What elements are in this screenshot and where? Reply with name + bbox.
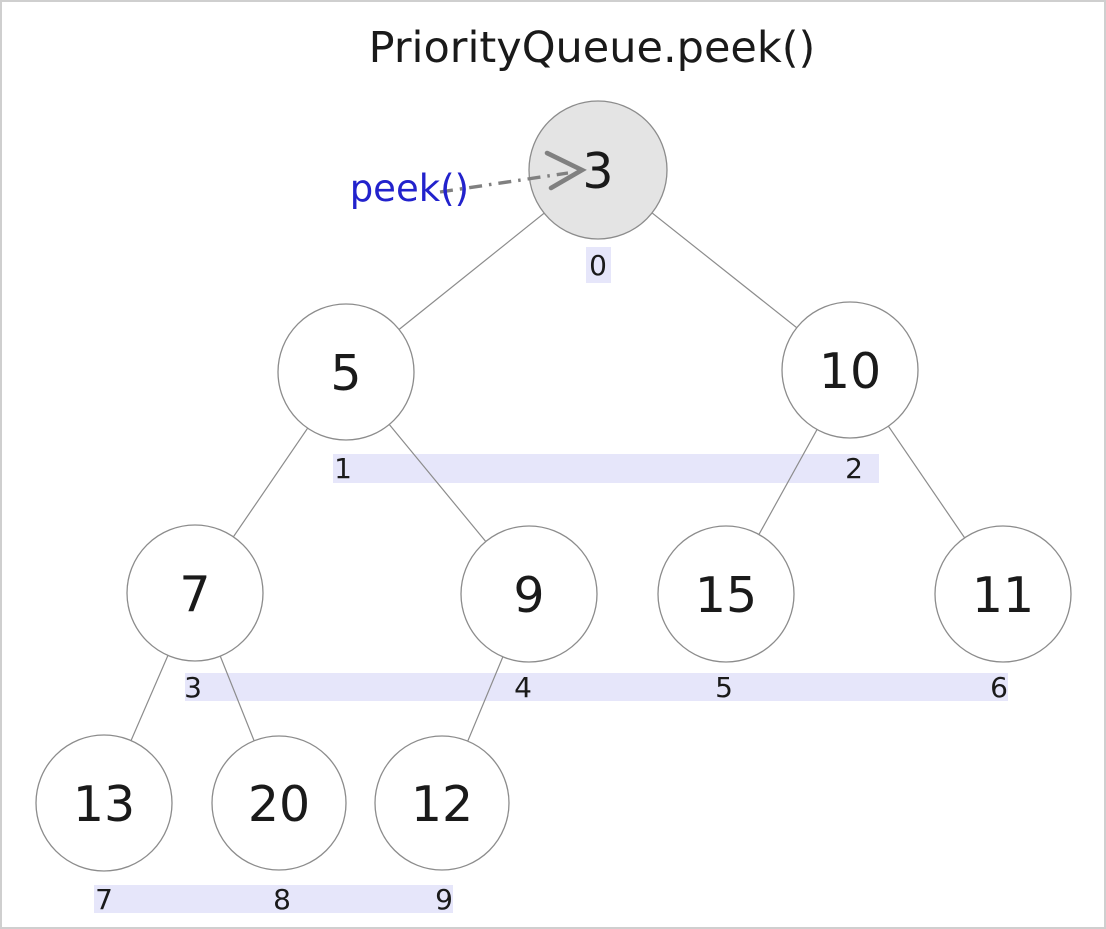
heap-node-value: 12 xyxy=(411,776,473,833)
heap-node-value: 11 xyxy=(972,567,1034,624)
heap-node-value: 20 xyxy=(248,776,310,833)
heap-index-label: 2 xyxy=(845,452,863,485)
heap-node-circle xyxy=(211,735,347,871)
heap-index-label: 9 xyxy=(435,883,453,916)
heap-node-circle xyxy=(374,735,510,871)
heap-node-circle xyxy=(35,734,173,872)
index-band xyxy=(333,454,879,483)
heap-index-label: 8 xyxy=(273,883,291,916)
heap-index-label: 4 xyxy=(514,671,532,704)
index-band xyxy=(185,673,1008,701)
peek-label: peek() xyxy=(350,167,469,210)
heap-node-value: 10 xyxy=(819,343,881,400)
heap-node-value: 3 xyxy=(582,143,613,200)
heap-node-value: 13 xyxy=(73,776,135,833)
heap-index-label: 7 xyxy=(95,883,113,916)
heap-node-value: 15 xyxy=(695,567,757,624)
heap-node-circle xyxy=(781,301,919,439)
tree-edges-layer xyxy=(103,169,1004,804)
diagram-title: PriorityQueue.peek() xyxy=(369,23,816,73)
index-band xyxy=(586,247,611,283)
heap-node-circle xyxy=(277,303,415,441)
heap-root-node-circle xyxy=(528,100,668,240)
index-band xyxy=(94,885,453,913)
heap-node-circle xyxy=(657,525,795,663)
heap-index-label: 6 xyxy=(990,671,1008,704)
peek-annotation: peek() xyxy=(350,150,587,210)
heap-index-label: 5 xyxy=(715,671,733,704)
heap-node-value: 9 xyxy=(513,567,544,624)
heap-index-label: 3 xyxy=(184,671,202,704)
peek-arrow-line xyxy=(439,171,569,194)
heap-node-circle xyxy=(460,525,598,663)
heap-index-label: 0 xyxy=(589,249,607,282)
peek-arrowhead-icon xyxy=(544,150,587,191)
heap-node-value: 7 xyxy=(179,566,210,623)
heap-index-label: 1 xyxy=(334,452,352,485)
heap-node-circle xyxy=(934,525,1072,663)
heap-node-value: 5 xyxy=(330,345,361,402)
heap-node-circle xyxy=(126,524,264,662)
